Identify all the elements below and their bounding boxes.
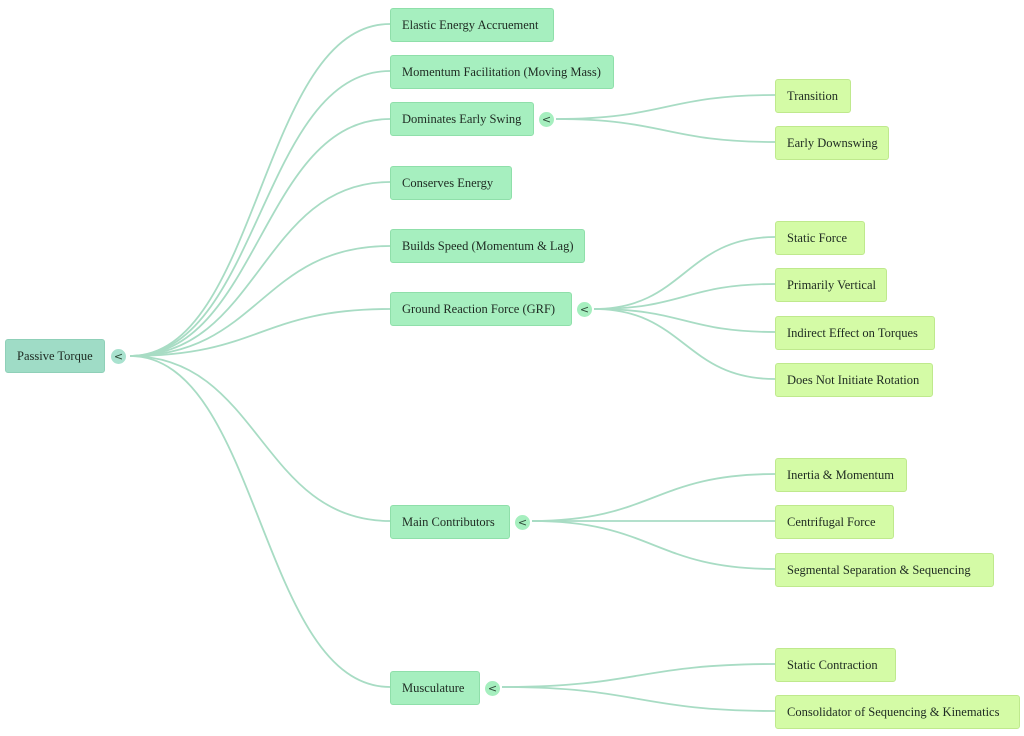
leaf-inertia-and-momentum[interactable]: Inertia & Momentum (775, 458, 907, 492)
root-node-label: Passive Torque (17, 348, 93, 363)
leaf-label: Does Not Initiate Rotation (787, 372, 920, 387)
connector-branch-leaf-0-1 (555, 118, 776, 143)
branch-label: Momentum Facilitation (Moving Mass) (402, 64, 601, 79)
leaf-static-force[interactable]: Static Force (775, 221, 865, 255)
branch-label: Conserves Energy (402, 175, 494, 190)
branch-label: Dominates Early Swing (402, 111, 522, 126)
leaf-label: Static Contraction (787, 657, 878, 672)
connector-branch-leaf-3-1 (501, 686, 776, 712)
connector-root-branch-2 (129, 118, 391, 357)
branch-label: Main Contributors (402, 514, 495, 529)
collapse-toggle-ground-reaction-force[interactable]: < (577, 302, 592, 317)
leaf-label: Transition (787, 88, 838, 103)
connector-root-branch-0 (129, 23, 391, 357)
branch-momentum-facilitation[interactable]: Momentum Facilitation (Moving Mass) (390, 55, 614, 89)
leaf-static-contraction[interactable]: Static Contraction (775, 648, 896, 682)
connector-branch-leaf-0-0 (555, 94, 776, 120)
connector-root-branch-6 (129, 355, 391, 522)
leaf-label: Consolidator of Sequencing & Kinematics (787, 704, 1000, 719)
connector-root-branch-1 (129, 70, 391, 357)
leaf-transition[interactable]: Transition (775, 79, 851, 113)
leaf-primarily-vertical[interactable]: Primarily Vertical (775, 268, 887, 302)
connector-branch-leaf-1-3 (593, 308, 776, 380)
connector-branch-leaf-1-1 (593, 283, 776, 310)
collapse-toggle-dominates-early-swing[interactable]: < (539, 112, 554, 127)
collapse-toggle-main-contributors[interactable]: < (515, 515, 530, 530)
leaf-label: Centrifugal Force (787, 514, 876, 529)
leaf-consolidator-sequencing-kinematics[interactable]: Consolidator of Sequencing & Kinematics (775, 695, 1020, 729)
branch-main-contributors[interactable]: Main Contributors (390, 505, 510, 539)
leaf-label: Early Downswing (787, 135, 878, 150)
root-node-passive-torque[interactable]: Passive Torque (5, 339, 105, 373)
branch-elastic-energy-accruement[interactable]: Elastic Energy Accruement (390, 8, 554, 42)
connector-root-branch-7 (129, 355, 391, 688)
branch-label: Elastic Energy Accruement (402, 17, 539, 32)
branch-ground-reaction-force[interactable]: Ground Reaction Force (GRF) (390, 292, 572, 326)
connector-branch-leaf-1-2 (593, 308, 776, 333)
leaf-centrifugal-force[interactable]: Centrifugal Force (775, 505, 894, 539)
leaf-segmental-separation-sequencing[interactable]: Segmental Separation & Sequencing (775, 553, 994, 587)
connector-root-branch-3 (129, 181, 391, 357)
branch-musculature[interactable]: Musculature (390, 671, 480, 705)
collapse-toggle-musculature[interactable]: < (485, 681, 500, 696)
branch-label: Ground Reaction Force (GRF) (402, 301, 556, 316)
root-collapse-toggle[interactable]: < (111, 349, 126, 364)
leaf-label: Inertia & Momentum (787, 467, 894, 482)
connector-branch-leaf-2-2 (531, 520, 776, 570)
leaf-label: Segmental Separation & Sequencing (787, 562, 971, 577)
leaf-label: Indirect Effect on Torques (787, 325, 918, 340)
connector-root-branch-4 (129, 245, 391, 357)
branch-label: Musculature (402, 680, 465, 695)
connector-root-branch-5 (129, 308, 391, 357)
branch-dominates-early-swing[interactable]: Dominates Early Swing (390, 102, 534, 136)
connector-branch-leaf-2-0 (531, 473, 776, 522)
leaf-early-downswing[interactable]: Early Downswing (775, 126, 889, 160)
connector-branch-leaf-3-0 (501, 663, 776, 688)
branch-label: Builds Speed (Momentum & Lag) (402, 238, 574, 253)
connector-branch-leaf-1-0 (593, 236, 776, 310)
leaf-label: Primarily Vertical (787, 277, 876, 292)
leaf-indirect-effect-on-torques[interactable]: Indirect Effect on Torques (775, 316, 935, 350)
leaf-does-not-initiate-rotation[interactable]: Does Not Initiate Rotation (775, 363, 933, 397)
branch-builds-speed[interactable]: Builds Speed (Momentum & Lag) (390, 229, 585, 263)
branch-conserves-energy[interactable]: Conserves Energy (390, 166, 512, 200)
leaf-label: Static Force (787, 230, 848, 245)
